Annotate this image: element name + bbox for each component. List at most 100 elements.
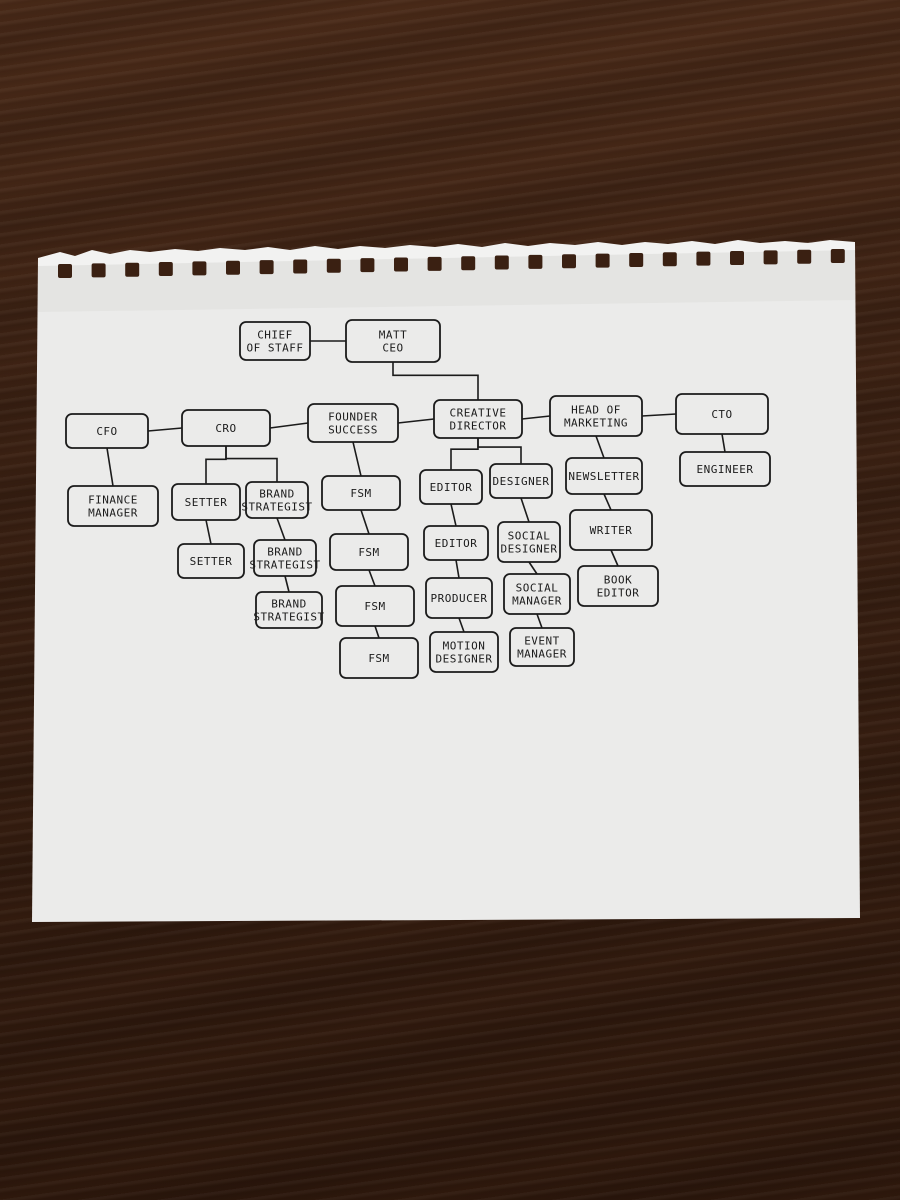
node-label: SUCCESS xyxy=(328,424,378,437)
node-setter1: SETTER xyxy=(171,483,241,521)
node-label: CFO xyxy=(96,425,117,438)
node-label: MANAGER xyxy=(517,648,567,661)
perforation-hole xyxy=(360,258,375,273)
connector-line xyxy=(520,497,530,523)
node-label: FSM xyxy=(350,487,371,500)
node-label: CTO xyxy=(711,408,732,421)
connector-line xyxy=(458,617,465,633)
paper-torn-edge xyxy=(38,240,855,266)
node-label: DIRECTOR xyxy=(450,420,507,433)
connector-lines xyxy=(106,340,726,639)
connector-line xyxy=(205,519,212,545)
node-label: NEWSLETTER xyxy=(568,470,639,483)
perforation-hole xyxy=(427,256,442,271)
node-box xyxy=(181,409,271,447)
node-box xyxy=(549,395,643,437)
perforation-hole xyxy=(192,261,207,276)
perforation-hole xyxy=(763,250,778,265)
node-engineer: ENGINEER xyxy=(679,451,771,487)
connector-line xyxy=(641,413,677,417)
connector-line xyxy=(392,362,479,400)
node-label: STRATEGIST xyxy=(241,501,312,514)
node-setter2: SETTER xyxy=(177,543,245,579)
node-label: CHIEF xyxy=(257,329,293,342)
connector-line xyxy=(374,625,380,639)
node-label: FOUNDER xyxy=(328,411,378,424)
node-box xyxy=(503,573,571,615)
node-label: DESIGNER xyxy=(501,543,558,556)
node-label: FSM xyxy=(368,652,389,665)
connector-line xyxy=(269,422,309,429)
perforation-hole xyxy=(461,256,476,271)
node-box xyxy=(577,565,659,607)
node-cro: CRO xyxy=(181,409,271,447)
node-box xyxy=(433,399,523,439)
node-box xyxy=(255,591,323,629)
perforation-hole xyxy=(797,249,812,264)
node-editor2: EDITOR xyxy=(423,525,489,561)
perforation-hole xyxy=(562,254,576,269)
perforation-hole xyxy=(226,260,240,275)
connector-line xyxy=(284,575,290,593)
perforation-hole xyxy=(662,252,677,267)
node-label: BRAND xyxy=(259,488,295,501)
node-box xyxy=(489,463,553,499)
node-label: EDITOR xyxy=(597,587,640,600)
node-label: STRATEGIST xyxy=(253,611,324,624)
node-designer: DESIGNER xyxy=(489,463,553,499)
node-box xyxy=(239,321,311,361)
perforation-hole xyxy=(595,253,610,268)
node-label: MATT xyxy=(379,329,408,342)
node-label: CREATIVE xyxy=(450,407,507,420)
node-label: MANAGER xyxy=(88,507,138,520)
connector-line xyxy=(521,415,551,420)
perforation-hole xyxy=(326,258,341,273)
node-box xyxy=(509,627,575,667)
connector-line xyxy=(352,441,362,477)
node-label: WRITER xyxy=(590,524,633,537)
node-box xyxy=(65,413,149,449)
node-label: PRODUCER xyxy=(431,592,488,605)
connector-line xyxy=(360,509,370,535)
node-box xyxy=(675,393,769,435)
node-box xyxy=(307,403,399,443)
node-label: SOCIAL xyxy=(516,582,559,595)
node-label: CEO xyxy=(382,342,403,355)
node-box xyxy=(419,469,483,505)
node-box xyxy=(253,539,317,577)
perforation-hole xyxy=(158,262,173,277)
node-label: MANAGER xyxy=(512,595,562,608)
perforation-hole xyxy=(259,260,274,275)
connector-line xyxy=(536,613,543,629)
perforation-hole xyxy=(494,255,509,270)
node-editor1: EDITOR xyxy=(419,469,483,505)
node-label: FINANCE xyxy=(88,494,138,507)
node-label: HEAD OF xyxy=(571,404,621,417)
connector-line xyxy=(528,561,538,575)
node-label: MARKETING xyxy=(564,417,628,430)
node-box xyxy=(245,481,309,519)
node-box xyxy=(679,451,771,487)
connector-line xyxy=(610,549,619,567)
node-box xyxy=(569,509,653,551)
node-writer: WRITER xyxy=(569,509,653,551)
node-label: CRO xyxy=(215,422,236,435)
node-label: EDITOR xyxy=(435,537,478,550)
perforation-hole xyxy=(528,254,543,269)
node-label: SETTER xyxy=(190,555,233,568)
node-box xyxy=(497,521,561,563)
connector-line xyxy=(477,438,522,464)
spiral-holes xyxy=(58,249,845,278)
node-cto: CTO xyxy=(675,393,769,435)
node-box xyxy=(171,483,241,521)
node-label: BRAND xyxy=(271,598,307,611)
connector-line xyxy=(397,418,435,424)
